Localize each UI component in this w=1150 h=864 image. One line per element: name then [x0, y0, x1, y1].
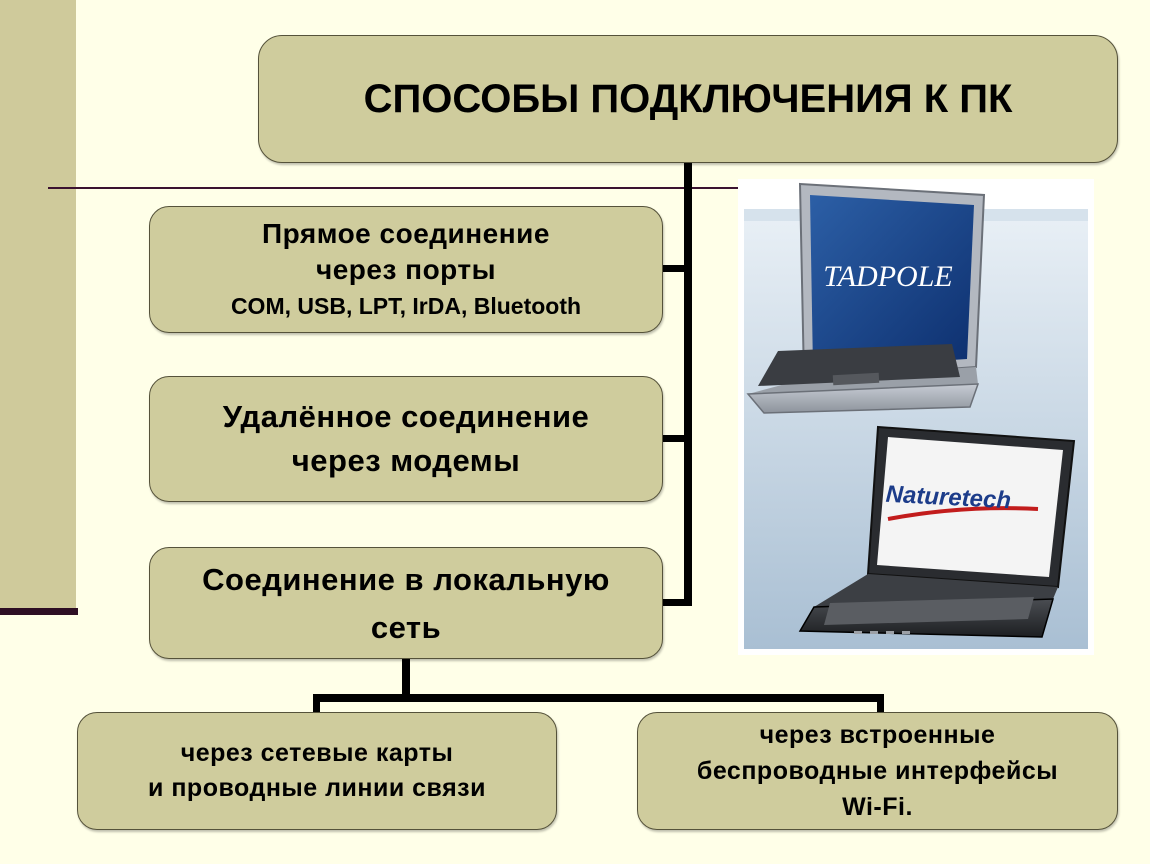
laptop1-logo: TADPOLE [823, 260, 952, 293]
connector-local [663, 599, 692, 606]
remote-line2: через модемы [291, 443, 521, 478]
local-line2: сеть [370, 610, 442, 645]
laptop-black: Naturetech [798, 425, 1076, 638]
wireless-line1: через встроенные [759, 721, 996, 749]
laptop-silver: TADPOLE [746, 182, 986, 414]
wireless-line2: беспроводные интерфейсы [696, 757, 1059, 785]
side-band [0, 0, 76, 610]
connector-wired [313, 694, 320, 712]
page-title: СПОСОБЫ ПОДКЛЮЧЕНИЯ К ПК [363, 76, 1013, 121]
direct-connection-box: Прямое соединение через порты COM, USB, … [149, 206, 663, 333]
connector-trunk [684, 163, 692, 606]
connector-wireless [877, 694, 884, 712]
connector-local-down [402, 659, 410, 697]
wireless-box: через встроенные беспроводные интерфейсы… [637, 712, 1118, 830]
wired-box: через сетевые карты и проводные линии св… [77, 712, 557, 830]
horizontal-accent-line [48, 187, 738, 189]
wired-line2: и проводные линии связи [148, 774, 486, 802]
side-accent-line [0, 608, 78, 615]
direct-ports: COM, USB, LPT, IrDA, Bluetooth [230, 292, 582, 319]
wireless-line3: Wi-Fi. [842, 793, 913, 821]
laptops-illustration: TADPOLE Naturetech [738, 179, 1094, 655]
title-box: СПОСОБЫ ПОДКЛЮЧЕНИЯ К ПК [258, 35, 1118, 163]
connector-direct [663, 265, 692, 272]
local-line1: Соединение в локальную [202, 562, 610, 597]
connector-remote [663, 435, 692, 442]
local-network-box: Соединение в локальную сеть [149, 547, 663, 659]
direct-line2: через порты [315, 253, 497, 285]
connector-split [313, 694, 884, 702]
direct-line1: Прямое соединение [262, 217, 550, 249]
wired-line1: через сетевые карты [180, 739, 454, 767]
laptop2-logo: Naturetech [885, 481, 1012, 515]
remote-connection-box: Удалённое соединение через модемы [149, 376, 663, 502]
remote-line1: Удалённое соединение [222, 399, 590, 434]
